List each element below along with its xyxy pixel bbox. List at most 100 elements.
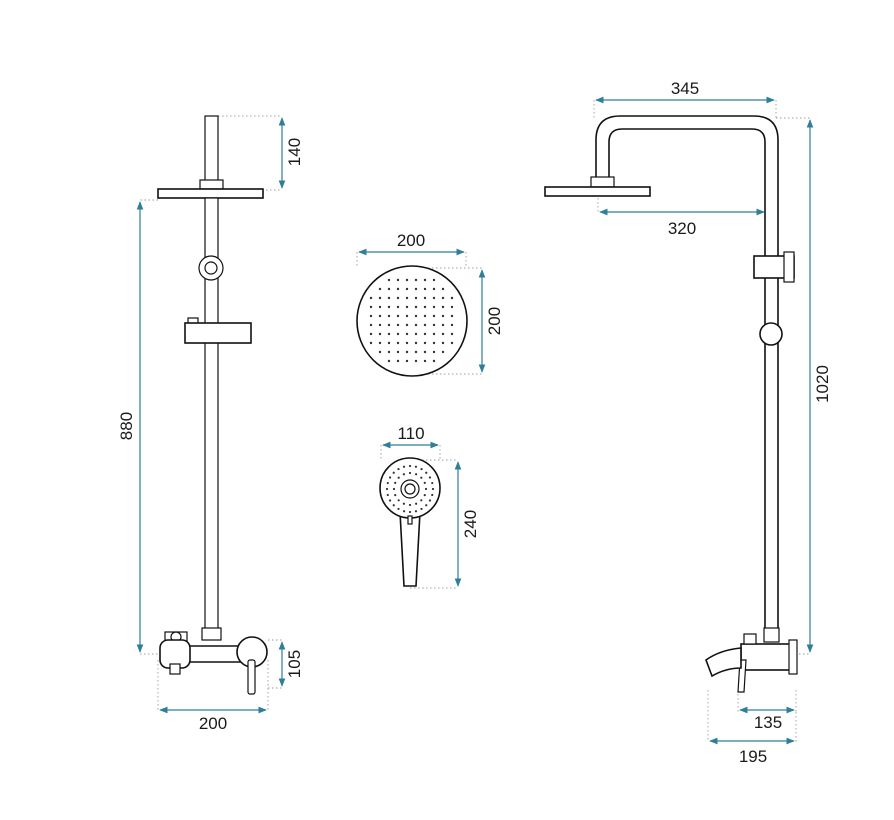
- hand-nozzle-dot: [392, 487, 396, 491]
- side-bottom-nut: [763, 627, 780, 643]
- head-nozzle-dot: [450, 314, 454, 318]
- head-nozzle-dot: [369, 314, 373, 318]
- head-nozzle-dot: [423, 332, 427, 336]
- front-shower-arm: [204, 115, 219, 183]
- hand-nozzle-dot: [397, 467, 400, 471]
- head-nozzle-dot: [414, 287, 418, 291]
- head-nozzle-dot: [450, 296, 454, 300]
- head-nozzle-dot: [369, 341, 373, 345]
- head-nozzle-dot: [396, 359, 400, 363]
- head-nozzle-dot: [396, 323, 400, 327]
- head-nozzle-dot: [423, 323, 427, 327]
- hand-nozzle-dot: [392, 471, 395, 474]
- head-nozzle-dot: [378, 341, 382, 345]
- dim-front-rail-height: 880: [117, 412, 136, 440]
- head-nozzle-dot: [378, 287, 382, 291]
- head-nozzle-dot: [387, 278, 391, 282]
- dim-side-head-offset: 320: [668, 219, 696, 238]
- head-nozzle-dot: [405, 323, 409, 327]
- hand-nozzle-dot: [428, 476, 432, 479]
- head-nozzle-dot: [387, 359, 391, 363]
- head-nozzle-dot: [396, 278, 400, 282]
- head-nozzle-dot: [441, 332, 445, 336]
- dim-head-width: 200: [397, 231, 425, 250]
- head-nozzle-dot: [396, 350, 400, 354]
- head-nozzle-dot: [396, 305, 400, 309]
- hand-nozzle-dot: [402, 473, 405, 476]
- head-nozzle-dot: [441, 323, 445, 327]
- hand-nozzle-dot: [414, 510, 418, 513]
- front-bottom-nut: [201, 627, 222, 641]
- hand-nozzle-dot: [423, 494, 426, 497]
- dim-front-head-height: 140: [285, 138, 304, 166]
- hand-nozzle-dot: [408, 471, 412, 475]
- head-nozzle-dot: [441, 296, 445, 300]
- hand-nozzle-dot: [388, 476, 392, 479]
- hand-shower-view: 110 240: [379, 424, 480, 589]
- head-nozzle-dot: [414, 305, 418, 309]
- hand-nozzle-dot: [425, 504, 428, 507]
- head-nozzle-dot: [387, 287, 391, 291]
- head-nozzle-dot: [423, 341, 427, 345]
- head-nozzle-dot: [441, 305, 445, 309]
- hand-nozzle-dot: [402, 502, 405, 505]
- head-nozzle-dot: [432, 287, 436, 291]
- hand-nozzle-dot: [431, 493, 434, 497]
- head-nozzle-dot: [450, 332, 454, 336]
- head-nozzle-dot: [450, 341, 454, 345]
- dim-hand-length: 240: [461, 510, 480, 538]
- head-nozzle-dot: [387, 332, 391, 336]
- head-nozzle-dot: [450, 305, 454, 309]
- head-nozzle-dot: [432, 278, 436, 282]
- head-nozzle-dot: [387, 305, 391, 309]
- head-nozzle-dot: [432, 314, 436, 318]
- dim-hand-width: 110: [397, 424, 424, 443]
- hand-nozzle-dot: [408, 510, 412, 514]
- hand-nozzle-dot: [394, 494, 397, 497]
- dim-side-arm-reach: 345: [671, 79, 699, 98]
- hand-nozzle-dot: [388, 499, 392, 502]
- front-shower-head: [157, 188, 264, 199]
- head-nozzle-dot: [441, 314, 445, 318]
- head-nozzle-dot: [378, 305, 382, 309]
- head-nozzle-dot: [414, 341, 418, 345]
- head-nozzle-dot: [414, 332, 418, 336]
- head-nozzle-dot: [369, 323, 373, 327]
- head-nozzle-dot: [396, 287, 400, 291]
- hand-nozzle-dot: [397, 499, 400, 502]
- dim-side-mixer-depth: 135: [754, 713, 782, 732]
- head-nozzle-dot: [405, 314, 409, 318]
- hand-nozzle-dot: [415, 502, 418, 505]
- hand-nozzle-dot: [402, 510, 406, 513]
- hand-nozzle-dot: [431, 481, 434, 485]
- head-nozzle-dot: [387, 314, 391, 318]
- head-nozzle-dot: [396, 341, 400, 345]
- head-nozzle-dot: [378, 332, 382, 336]
- hand-nozzle-dot: [425, 471, 428, 474]
- head-nozzle-dot: [441, 341, 445, 345]
- head-top-view: 200 200: [356, 231, 504, 377]
- head-nozzle-dot: [378, 296, 382, 300]
- hand-nozzle-dot: [385, 487, 389, 491]
- dim-side-spout-depth: 195: [739, 747, 767, 766]
- hand-nozzle-dot: [431, 487, 435, 491]
- hand-nozzle-dot: [392, 504, 395, 507]
- side-spout: [705, 647, 742, 678]
- hand-nozzle-dot: [414, 465, 418, 468]
- side-head-connector: [590, 176, 615, 188]
- front-mixer-lever: [247, 659, 256, 695]
- dim-front-mixer-height: 105: [285, 650, 304, 678]
- head-nozzle-dot: [423, 314, 427, 318]
- side-shower-head: [544, 186, 651, 197]
- head-nozzles: [369, 278, 454, 363]
- hand-nozzle-dot: [386, 481, 389, 485]
- head-nozzle-dot: [387, 323, 391, 327]
- head-nozzle-dot: [369, 296, 373, 300]
- head-nozzle-dot: [405, 305, 409, 309]
- head-nozzle-dot: [387, 350, 391, 354]
- head-nozzle-dot: [414, 314, 418, 318]
- hand-nozzle-dot: [408, 503, 412, 507]
- head-nozzle-dot: [423, 278, 427, 282]
- head-nozzle-dot: [432, 341, 436, 345]
